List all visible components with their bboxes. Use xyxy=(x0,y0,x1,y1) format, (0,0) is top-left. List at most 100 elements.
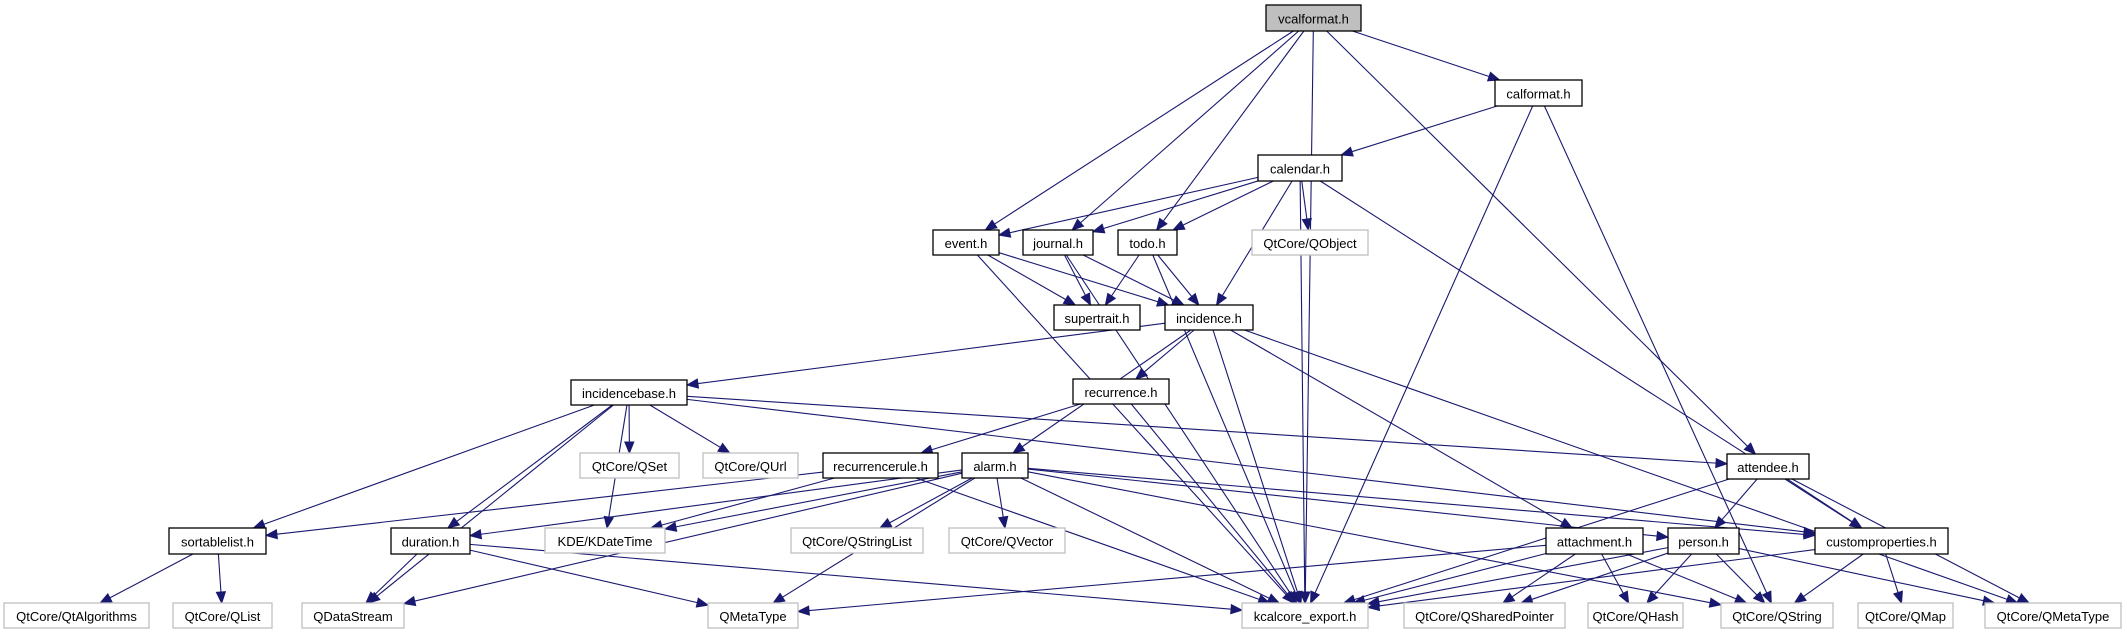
node-label: recurrencerule.h xyxy=(833,459,928,474)
node-calendar[interactable]: calendar.h xyxy=(1257,154,1343,182)
edge-duration-to-qmetatype_plain xyxy=(469,549,698,604)
node-box xyxy=(790,527,924,554)
node-box[interactable] xyxy=(1545,527,1644,555)
edge-incidence-to-kcalcore_export xyxy=(1212,329,1299,593)
edge-customproperties-to-kcalcore_export xyxy=(1378,549,1816,607)
node-box[interactable] xyxy=(390,527,471,555)
node-incidence[interactable]: incidence.h xyxy=(1164,304,1254,331)
edge-recurrencerule-to-sortablelist xyxy=(276,471,824,535)
arrowhead-icon xyxy=(1062,294,1077,306)
node-box[interactable] xyxy=(1117,229,1178,256)
arrowhead-icon xyxy=(796,605,810,616)
node-supertrait[interactable]: supertrait.h xyxy=(1053,304,1141,331)
node-label: QtCore/QList xyxy=(185,609,261,624)
arrowhead-icon xyxy=(402,595,417,607)
edge-attendee-to-customproperties xyxy=(1786,478,1853,523)
node-recurrencerule[interactable]: recurrencerule.h xyxy=(822,452,939,479)
edge-duration-to-qdatastream xyxy=(373,553,418,596)
node-incidencebase[interactable]: incidencebase.h xyxy=(570,379,688,406)
node-box[interactable] xyxy=(1726,453,1810,480)
node-label: person.h xyxy=(1678,535,1729,550)
node-vcalformat[interactable]: vcalformat.h xyxy=(1265,4,1362,32)
node-label: attendee.h xyxy=(1737,460,1798,475)
node-box[interactable] xyxy=(1494,79,1583,107)
node-label: QMetaType xyxy=(719,609,786,624)
node-qobject: QtCore/QObject xyxy=(1251,229,1369,256)
node-alarm[interactable]: alarm.h xyxy=(961,452,1029,479)
node-box[interactable] xyxy=(1667,527,1740,555)
node-label: QtCore/QString xyxy=(1732,609,1822,624)
node-journal[interactable]: journal.h xyxy=(1022,229,1094,256)
node-box[interactable] xyxy=(1072,378,1170,405)
node-box[interactable] xyxy=(932,229,1000,256)
node-qsharedpointer: QtCore/QSharedPointer xyxy=(1403,602,1566,629)
node-box[interactable] xyxy=(1265,4,1362,32)
node-box[interactable] xyxy=(822,452,939,479)
node-qdatastream: QDataStream xyxy=(301,602,405,629)
node-qmap: QtCore/QMap xyxy=(1857,602,1954,629)
node-todo[interactable]: todo.h xyxy=(1117,229,1178,256)
edge-sortablelist-to-qlist xyxy=(217,553,222,593)
node-qurl: QtCore/QUrl xyxy=(702,452,799,479)
arrowhead-icon xyxy=(365,591,378,604)
arrowhead-icon xyxy=(1230,603,1244,615)
edge-alarm-to-qstring xyxy=(1027,471,1711,604)
node-box[interactable] xyxy=(168,527,267,555)
edge-person-to-qsharedpointer xyxy=(1531,552,1669,600)
arrowhead-icon xyxy=(468,528,483,540)
arrowhead-icon xyxy=(1715,457,1729,469)
edge-person-to-qstring xyxy=(1715,553,1758,596)
arrowhead-icon xyxy=(717,442,731,454)
node-person[interactable]: person.h xyxy=(1667,527,1740,555)
node-sortablelist[interactable]: sortablelist.h xyxy=(168,527,267,555)
node-box[interactable] xyxy=(1053,304,1141,331)
edge-duration-to-kcalcore_export xyxy=(469,543,1232,610)
edge-attachment-to-qhash xyxy=(1601,553,1624,594)
node-recurrence[interactable]: recurrence.h xyxy=(1072,378,1170,405)
node-box xyxy=(1720,602,1834,629)
node-attachment[interactable]: attachment.h xyxy=(1545,527,1644,555)
node-box xyxy=(544,527,666,554)
arrowhead-icon xyxy=(1301,217,1312,232)
node-label: journal.h xyxy=(1032,236,1083,251)
arrowhead-icon xyxy=(1656,530,1670,542)
edge-incidence-to-attachment xyxy=(1230,329,1563,523)
node-box[interactable] xyxy=(1164,304,1254,331)
arrowhead-icon xyxy=(1708,597,1723,608)
node-box xyxy=(1241,602,1369,629)
edge-event-to-incidence xyxy=(998,252,1159,303)
arrowhead-icon xyxy=(1292,590,1303,605)
node-calformat[interactable]: calformat.h xyxy=(1494,79,1583,107)
node-qvector: QtCore/QVector xyxy=(948,527,1066,554)
node-duration[interactable]: duration.h xyxy=(390,527,471,555)
arrowhead-icon xyxy=(1071,218,1085,231)
node-label: QtCore/QUrl xyxy=(714,459,786,474)
node-box[interactable] xyxy=(961,452,1029,479)
node-box[interactable] xyxy=(1257,154,1343,182)
edge-incidencebase-to-duration xyxy=(456,404,613,522)
node-attendee[interactable]: attendee.h xyxy=(1726,453,1810,480)
edge-calendar-to-event xyxy=(1009,176,1259,234)
edge-vcalformat-to-calformat xyxy=(1352,30,1490,78)
edge-vcalformat-to-journal xyxy=(1080,30,1300,224)
node-box[interactable] xyxy=(1022,229,1094,256)
node-qstringlist: QtCore/QStringList xyxy=(790,527,924,554)
edge-calformat-to-calendar xyxy=(1351,105,1498,153)
node-box[interactable] xyxy=(570,379,688,406)
node-label: QtCore/QStringList xyxy=(802,534,912,549)
edge-calformat-to-kcalcore_export xyxy=(1314,105,1534,594)
node-box[interactable] xyxy=(1814,527,1949,555)
arrowhead-icon xyxy=(1366,600,1381,612)
node-box xyxy=(1251,229,1369,256)
node-label: QtCore/QSet xyxy=(592,459,668,474)
node-label: kcalcore_export.h xyxy=(1254,609,1357,624)
node-customproperties[interactable]: customproperties.h xyxy=(1814,527,1949,555)
arrowhead-icon xyxy=(1266,593,1281,604)
arrowhead-icon xyxy=(1134,367,1149,380)
arrowhead-icon xyxy=(1743,442,1757,455)
node-label: QtCore/QtAlgorithms xyxy=(16,609,137,624)
edge-attachment-to-qstring xyxy=(1626,553,1737,600)
edge-sortablelist-to-qtalgorithms xyxy=(109,553,194,599)
node-event[interactable]: event.h xyxy=(932,229,1000,256)
edge-customproperties-to-qstring xyxy=(1803,553,1864,598)
